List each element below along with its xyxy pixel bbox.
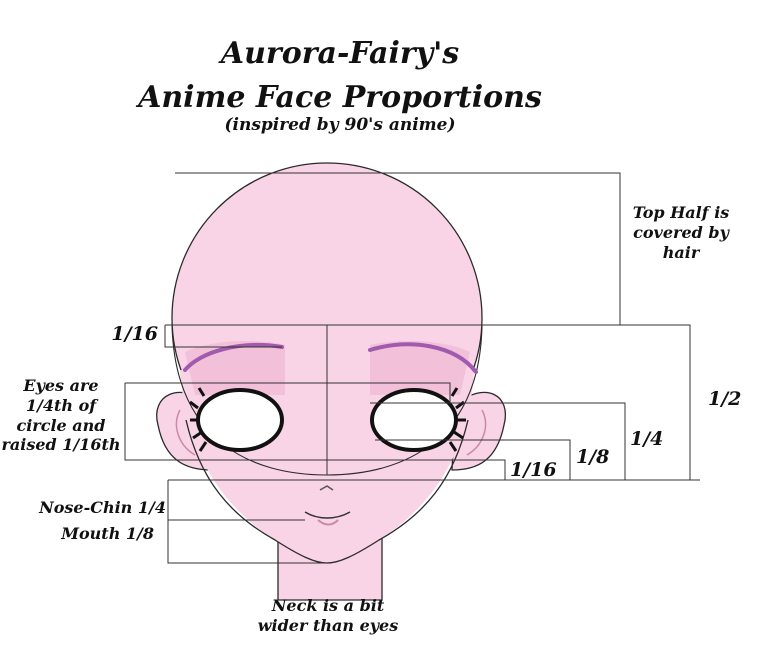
eyes-line-4: raised 1/16th	[1, 435, 121, 455]
guide-lines	[124, 172, 700, 564]
mouth-shade	[317, 519, 339, 526]
top-half-line-3: hair	[662, 242, 700, 262]
mouth-note: Mouth 1/8	[61, 524, 154, 543]
guide-brow-sixteenth	[164, 325, 282, 348]
guide-nose-left	[167, 480, 327, 564]
guide-brow-box	[165, 324, 691, 480]
fraction-half: 1/2	[708, 388, 742, 410]
mouth	[304, 511, 351, 519]
top-half-note: Top Half is covered by hair	[626, 203, 736, 262]
top-half-line-1: Top Half is	[632, 203, 730, 222]
left-eye	[196, 388, 284, 452]
nose-chin-note: Nose-Chin 1/4	[39, 498, 166, 517]
fraction-eighth: 1/8	[576, 446, 610, 468]
right-lid-shade	[370, 340, 470, 395]
right-eyebrow	[368, 342, 478, 374]
title-line-1: Aurora-Fairy's	[220, 36, 460, 71]
neck-line-1: Neck is a bit	[271, 596, 385, 615]
title-line-2: Anime Face Proportions	[138, 80, 542, 115]
guide-top	[175, 172, 621, 325]
guide-sixteenth	[180, 459, 506, 480]
nose	[319, 485, 334, 491]
eyes-note: Eyes are 1/4th of circle and raised 1/16…	[0, 376, 122, 455]
right-lashes	[448, 387, 466, 452]
eyes-line-3: circle and	[16, 415, 106, 435]
neck-line-2: wider than eyes	[257, 615, 399, 635]
guide-eighth	[375, 439, 571, 480]
fraction-sixteenth: 1/16	[510, 459, 557, 481]
fraction-quarter: 1/4	[630, 428, 664, 450]
left-ear-inner	[175, 409, 196, 456]
left-lid-shade	[185, 340, 285, 395]
neck-note: Neck is a bit wider than eyes	[240, 596, 416, 635]
left-lashes	[189, 387, 208, 452]
subtitle: (inspired by 90's anime)	[224, 115, 456, 135]
top-half-line-2: covered by	[633, 222, 729, 242]
right-ear-inner	[466, 409, 487, 456]
eyes-line-2: 1/4th of	[25, 395, 97, 415]
right-eye	[370, 388, 458, 452]
fraction-brow-gap: 1/16	[111, 323, 158, 345]
eyes-line-1: Eyes are	[23, 376, 99, 395]
left-eyebrow	[183, 342, 284, 372]
